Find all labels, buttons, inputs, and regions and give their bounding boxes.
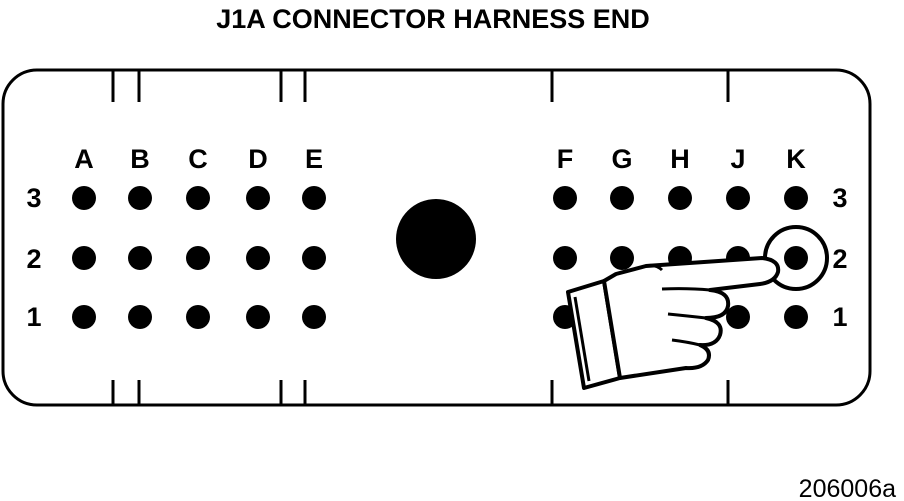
column-label-j: J bbox=[730, 144, 745, 174]
pointing-hand-icon bbox=[566, 256, 781, 390]
column-label-k: K bbox=[786, 144, 806, 174]
right-pin-block bbox=[553, 186, 808, 329]
pin-a1 bbox=[72, 305, 96, 329]
left-pin-block bbox=[72, 186, 326, 329]
diagram-title: J1A CONNECTOR HARNESS END bbox=[216, 4, 650, 34]
pin-j1 bbox=[726, 305, 750, 329]
row-label-left-1: 1 bbox=[26, 302, 41, 332]
pin-c2 bbox=[186, 246, 210, 270]
pin-f2 bbox=[553, 246, 577, 270]
left-column-labels: A B C D E bbox=[74, 144, 323, 174]
column-label-c: C bbox=[188, 144, 208, 174]
pin-b1 bbox=[128, 305, 152, 329]
row-label-right-3: 3 bbox=[832, 183, 847, 213]
column-label-d: D bbox=[248, 144, 268, 174]
right-row-labels: 3 2 1 bbox=[832, 183, 847, 332]
keying-marks bbox=[111, 70, 730, 405]
connector-housing bbox=[1, 68, 872, 407]
center-guide-post bbox=[396, 199, 476, 279]
row-label-right-1: 1 bbox=[832, 302, 847, 332]
column-label-a: A bbox=[74, 144, 94, 174]
column-label-b: B bbox=[130, 144, 150, 174]
pin-c1 bbox=[186, 305, 210, 329]
pin-g3 bbox=[610, 186, 634, 210]
pin-g2 bbox=[610, 246, 634, 270]
pin-k3 bbox=[784, 186, 808, 210]
left-row-labels: 3 2 1 bbox=[26, 183, 41, 332]
pin-b3 bbox=[128, 186, 152, 210]
pin-e3 bbox=[302, 186, 326, 210]
figure-id: 206006a bbox=[799, 475, 896, 501]
pin-k1 bbox=[784, 305, 808, 329]
pin-e1 bbox=[302, 305, 326, 329]
row-label-right-2: 2 bbox=[832, 244, 847, 274]
row-label-left-2: 2 bbox=[26, 244, 41, 274]
column-label-e: E bbox=[305, 144, 323, 174]
column-label-h: H bbox=[670, 144, 690, 174]
pin-e2 bbox=[302, 246, 326, 270]
row-label-left-3: 3 bbox=[26, 183, 41, 213]
pin-j3 bbox=[726, 186, 750, 210]
pin-c3 bbox=[186, 186, 210, 210]
pin-d3 bbox=[246, 186, 270, 210]
right-column-labels: F G H J K bbox=[557, 144, 807, 174]
column-label-f: F bbox=[557, 144, 574, 174]
pin-f3 bbox=[553, 186, 577, 210]
pin-b2 bbox=[128, 246, 152, 270]
pin-k2 bbox=[784, 246, 808, 270]
pin-d2 bbox=[246, 246, 270, 270]
pin-a3 bbox=[72, 186, 96, 210]
pin-a2 bbox=[72, 246, 96, 270]
pin-d1 bbox=[246, 305, 270, 329]
column-label-g: G bbox=[611, 144, 632, 174]
pin-h3 bbox=[668, 186, 692, 210]
